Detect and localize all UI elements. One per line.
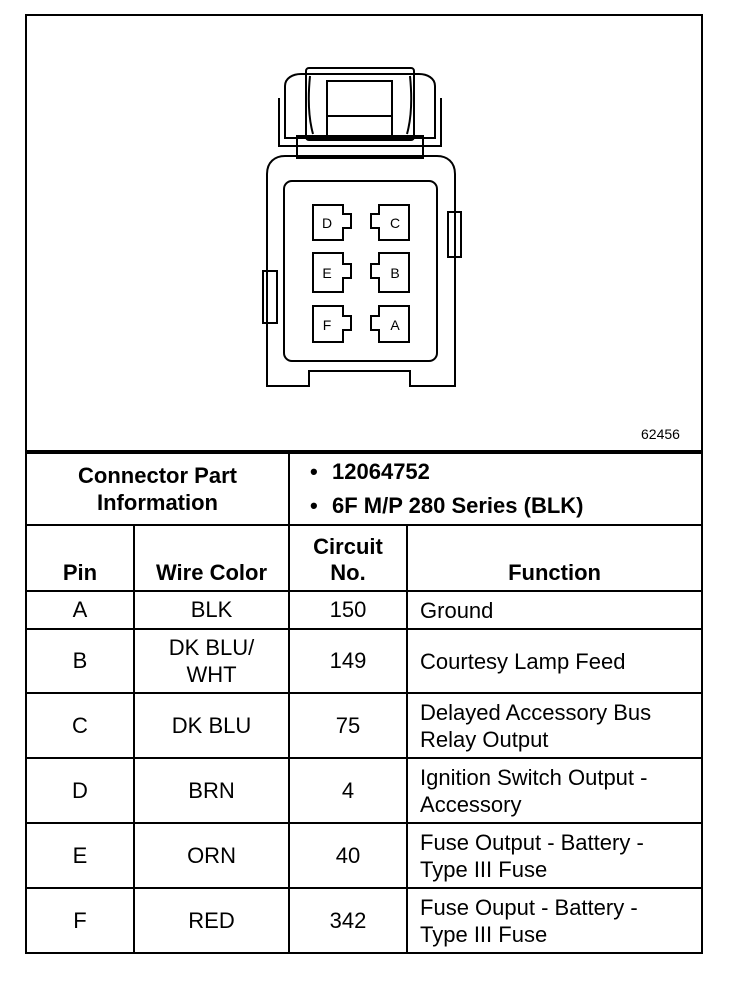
wire-color-cell: DK BLU/ WHT — [132, 628, 291, 694]
circuit-cell: 75 — [288, 692, 409, 759]
connector-info-row: Connector Part Information •12064752 •6F… — [27, 452, 702, 526]
wire-color-cell: ORN — [132, 822, 291, 889]
table-row: D BRN 4 Ignition Switch Output - Accesso… — [27, 757, 702, 824]
connector-body — [262, 155, 462, 387]
connector-info-list: •12064752 •6F M/P 280 Series (BLK) — [288, 452, 702, 526]
pinout-table: Connector Part Information •12064752 •6F… — [27, 452, 702, 953]
pin-label-a: A — [390, 317, 400, 333]
circuit-column-header: Circuit No. — [288, 524, 409, 592]
column-header-row: Pin Wire Color Circuit No. Function — [27, 524, 702, 592]
function-cell: Courtesy Lamp Feed — [406, 628, 702, 694]
function-column-header: Function — [406, 524, 702, 592]
function-cell: Fuse Ouput - Battery - Type III Fuse — [406, 887, 702, 953]
table-row: E ORN 40 Fuse Output - Battery - Type II… — [27, 822, 702, 889]
pin-label-d: D — [322, 215, 332, 231]
pin-cell: E — [27, 822, 135, 889]
pin-label-e: E — [322, 265, 331, 281]
part-number: •12064752 — [310, 459, 430, 484]
wire-color-cell: BLK — [132, 590, 291, 630]
terminal-cavities — [312, 204, 410, 343]
pin-cell: A — [27, 590, 135, 630]
pin-column-header: Pin — [27, 524, 135, 592]
connector-diagram: D C E B F A 62456 — [27, 16, 701, 452]
pin-label-f: F — [323, 317, 332, 333]
connector-series: •6F M/P 280 Series (BLK) — [310, 493, 584, 518]
function-cell: Ground — [406, 590, 702, 630]
wire-color-column-header: Wire Color — [132, 524, 291, 592]
connector-info-heading: Connector Part Information — [27, 452, 291, 526]
wire-color-cell: BRN — [132, 757, 291, 824]
circuit-cell: 149 — [288, 628, 409, 694]
table-row: B DK BLU/ WHT 149 Courtesy Lamp Feed — [27, 628, 702, 694]
pin-cell: C — [27, 692, 135, 759]
connector-sheet: D C E B F A 62456 Connector Part Informa… — [25, 14, 703, 954]
table-row: F RED 342 Fuse Ouput - Battery - Type II… — [27, 887, 702, 953]
function-cell: Ignition Switch Output - Accessory — [406, 757, 702, 824]
pin-cell: F — [27, 887, 135, 953]
pin-label-b: B — [390, 265, 399, 281]
wire-color-cell: DK BLU — [132, 692, 291, 759]
circuit-cell: 40 — [288, 822, 409, 889]
table-row: C DK BLU 75 Delayed Accessory Bus Relay … — [27, 692, 702, 759]
circuit-cell: 4 — [288, 757, 409, 824]
pin-label-c: C — [390, 215, 400, 231]
connector-drawing: D C E B F A — [262, 67, 462, 387]
connector-latch — [278, 67, 442, 159]
figure-number: 62456 — [641, 426, 680, 442]
function-cell: Fuse Output - Battery - Type III Fuse — [406, 822, 702, 889]
function-cell: Delayed Accessory Bus Relay Output — [406, 692, 702, 759]
table-row: A BLK 150 Ground — [27, 590, 702, 630]
wire-color-cell: RED — [132, 887, 291, 953]
pin-cell: B — [27, 628, 135, 694]
circuit-cell: 150 — [288, 590, 409, 630]
circuit-cell: 342 — [288, 887, 409, 953]
pin-cell: D — [27, 757, 135, 824]
